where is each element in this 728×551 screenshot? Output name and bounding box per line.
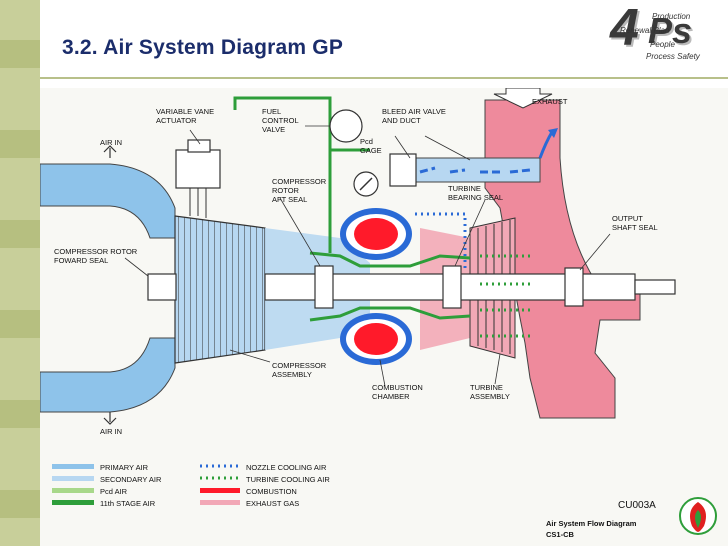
air-system-diagram: VARIABLE VANE ACTUATOR FUEL CONTROL VALV… xyxy=(39,87,728,546)
legend-swatch-secondary-air xyxy=(52,476,94,481)
label-output-shaft: OUTPUT xyxy=(612,214,643,223)
legend: PRIMARY AIR SECONDARY AIR Pcd AIR 11th S… xyxy=(52,463,330,508)
legend-swatch-primary-air xyxy=(52,464,94,469)
label-compressor-rotor-foward: COMPRESSOR ROTOR xyxy=(54,247,138,256)
bar-segment xyxy=(0,40,40,68)
label-fuel-control: FUEL xyxy=(262,107,281,116)
legend-label: Pcd AIR xyxy=(100,487,128,496)
figure-caption-line2: CS1-CB xyxy=(546,530,575,539)
bar-segment xyxy=(0,130,40,158)
label-combustion-chamber: COMBUSTION xyxy=(372,383,423,392)
label-air-in-top: AIR IN xyxy=(100,138,122,147)
turbine-cooling-air xyxy=(480,254,530,338)
bleed-air-duct xyxy=(409,157,541,183)
label-turbine-assembly: TURBINE xyxy=(470,383,503,392)
bleed-air-valve xyxy=(389,153,417,187)
label-variable-vane: VARIABLE VANE xyxy=(156,107,214,116)
variable-vane-actuator xyxy=(175,149,221,189)
label-pcd-gage: GAGE xyxy=(360,146,382,155)
label-compressor-assembly: ASSEMBLY xyxy=(272,370,312,379)
legend-label: EXHAUST GAS xyxy=(246,499,299,508)
eleventh-stage-air-top xyxy=(309,251,471,268)
figure-caption-line1: Air System Flow Diagram xyxy=(546,519,637,528)
turbine-bearing-seal xyxy=(442,265,462,309)
label-pcd-gage: Pcd xyxy=(360,137,373,146)
bar-segment xyxy=(0,400,40,428)
logo-line: People xyxy=(650,40,675,49)
label-turbine-bearing: TURBINE xyxy=(448,184,481,193)
air-inlet-bottom xyxy=(39,337,176,413)
fuel-control-valve xyxy=(329,109,363,143)
company-emblem xyxy=(676,496,720,540)
legend-label: NOZZLE COOLING AIR xyxy=(246,463,327,472)
4ps-logo: 4 Ps Production Renewal Plan People Proc… xyxy=(602,0,726,70)
combustion-flame-bottom xyxy=(354,323,398,355)
gage-needle xyxy=(359,177,373,191)
title-underline xyxy=(40,77,728,79)
label-compressor-rotor-foward: FOWARD SEAL xyxy=(54,256,108,265)
logo-line: Process Safety xyxy=(646,52,700,61)
air-in-arrow-bottom xyxy=(103,412,117,425)
left-decorative-bar xyxy=(0,0,40,546)
legend-label: COMBUSTION xyxy=(246,487,297,496)
legend-swatch-combustion xyxy=(200,488,240,493)
label-compressor-rotor-aft: AFT SEAL xyxy=(272,195,307,204)
compressor-foward-seal xyxy=(147,273,177,301)
legend-label: SECONDARY AIR xyxy=(100,475,162,484)
label-output-shaft: SHAFT SEAL xyxy=(612,223,658,232)
eleventh-stage-air-duct xyxy=(233,96,370,152)
logo-line: Renewal Plan xyxy=(620,26,670,35)
eleventh-stage-air-bottom xyxy=(309,306,471,322)
label-fuel-control: CONTROL xyxy=(262,116,299,125)
label-combustion-chamber: CHAMBER xyxy=(372,392,410,401)
actuator-head xyxy=(187,139,211,153)
label-compressor-assembly: COMPRESSOR xyxy=(272,361,327,370)
bar-segment xyxy=(0,310,40,338)
figure-code: CU003A xyxy=(618,500,656,511)
legend-swatch-exhaust-gas xyxy=(200,500,240,505)
label-bleed-air: BLEED AIR VALVE xyxy=(382,107,446,116)
actuator-linkage xyxy=(189,188,207,218)
label-exhaust: EXHAUST xyxy=(532,97,568,106)
compressor-assembly xyxy=(174,215,266,364)
legend-swatch-11th-stage xyxy=(52,500,94,505)
leader-lines xyxy=(124,125,611,387)
logo-4: 4 xyxy=(610,0,639,57)
label-bleed-air: AND DUCT xyxy=(382,116,421,125)
bar-segment xyxy=(0,490,40,518)
label-variable-vane: ACTUATOR xyxy=(156,116,197,125)
legend-swatch-pcd-air xyxy=(52,488,94,493)
air-in-arrow-top xyxy=(103,145,117,158)
nozzle-cooling-air xyxy=(415,212,467,268)
bar-segment xyxy=(0,220,40,248)
exhaust-arrow xyxy=(493,87,553,109)
slide-title: 3.2. Air System Diagram GP xyxy=(62,36,344,59)
label-fuel-control: VALVE xyxy=(262,125,285,134)
logo-ps: Ps xyxy=(648,10,693,51)
label-air-in-bottom: AIR IN xyxy=(100,427,122,436)
logo-line: Production xyxy=(652,12,691,21)
combustion-flame-top xyxy=(354,218,398,250)
label-turbine-assembly: ASSEMBLY xyxy=(470,392,510,401)
air-inlet-top xyxy=(39,163,176,239)
output-shaft-seal xyxy=(564,267,584,307)
label-compressor-rotor-aft: COMPRESSOR xyxy=(272,177,327,186)
label-turbine-bearing: BEARING SEAL xyxy=(448,193,503,202)
legend-label: PRIMARY AIR xyxy=(100,463,149,472)
compressor-aft-seal xyxy=(314,265,334,309)
label-compressor-rotor-aft: ROTOR xyxy=(272,186,300,195)
output-shaft xyxy=(634,279,676,295)
bleed-air-flow xyxy=(419,166,531,174)
diagram-svg: VARIABLE VANE ACTUATOR FUEL CONTROL VALV… xyxy=(39,87,676,539)
legend-label: TURBINE COOLING AIR xyxy=(246,475,330,484)
legend-label: 11th STAGE AIR xyxy=(100,499,156,508)
bleed-arrowhead xyxy=(548,128,558,138)
